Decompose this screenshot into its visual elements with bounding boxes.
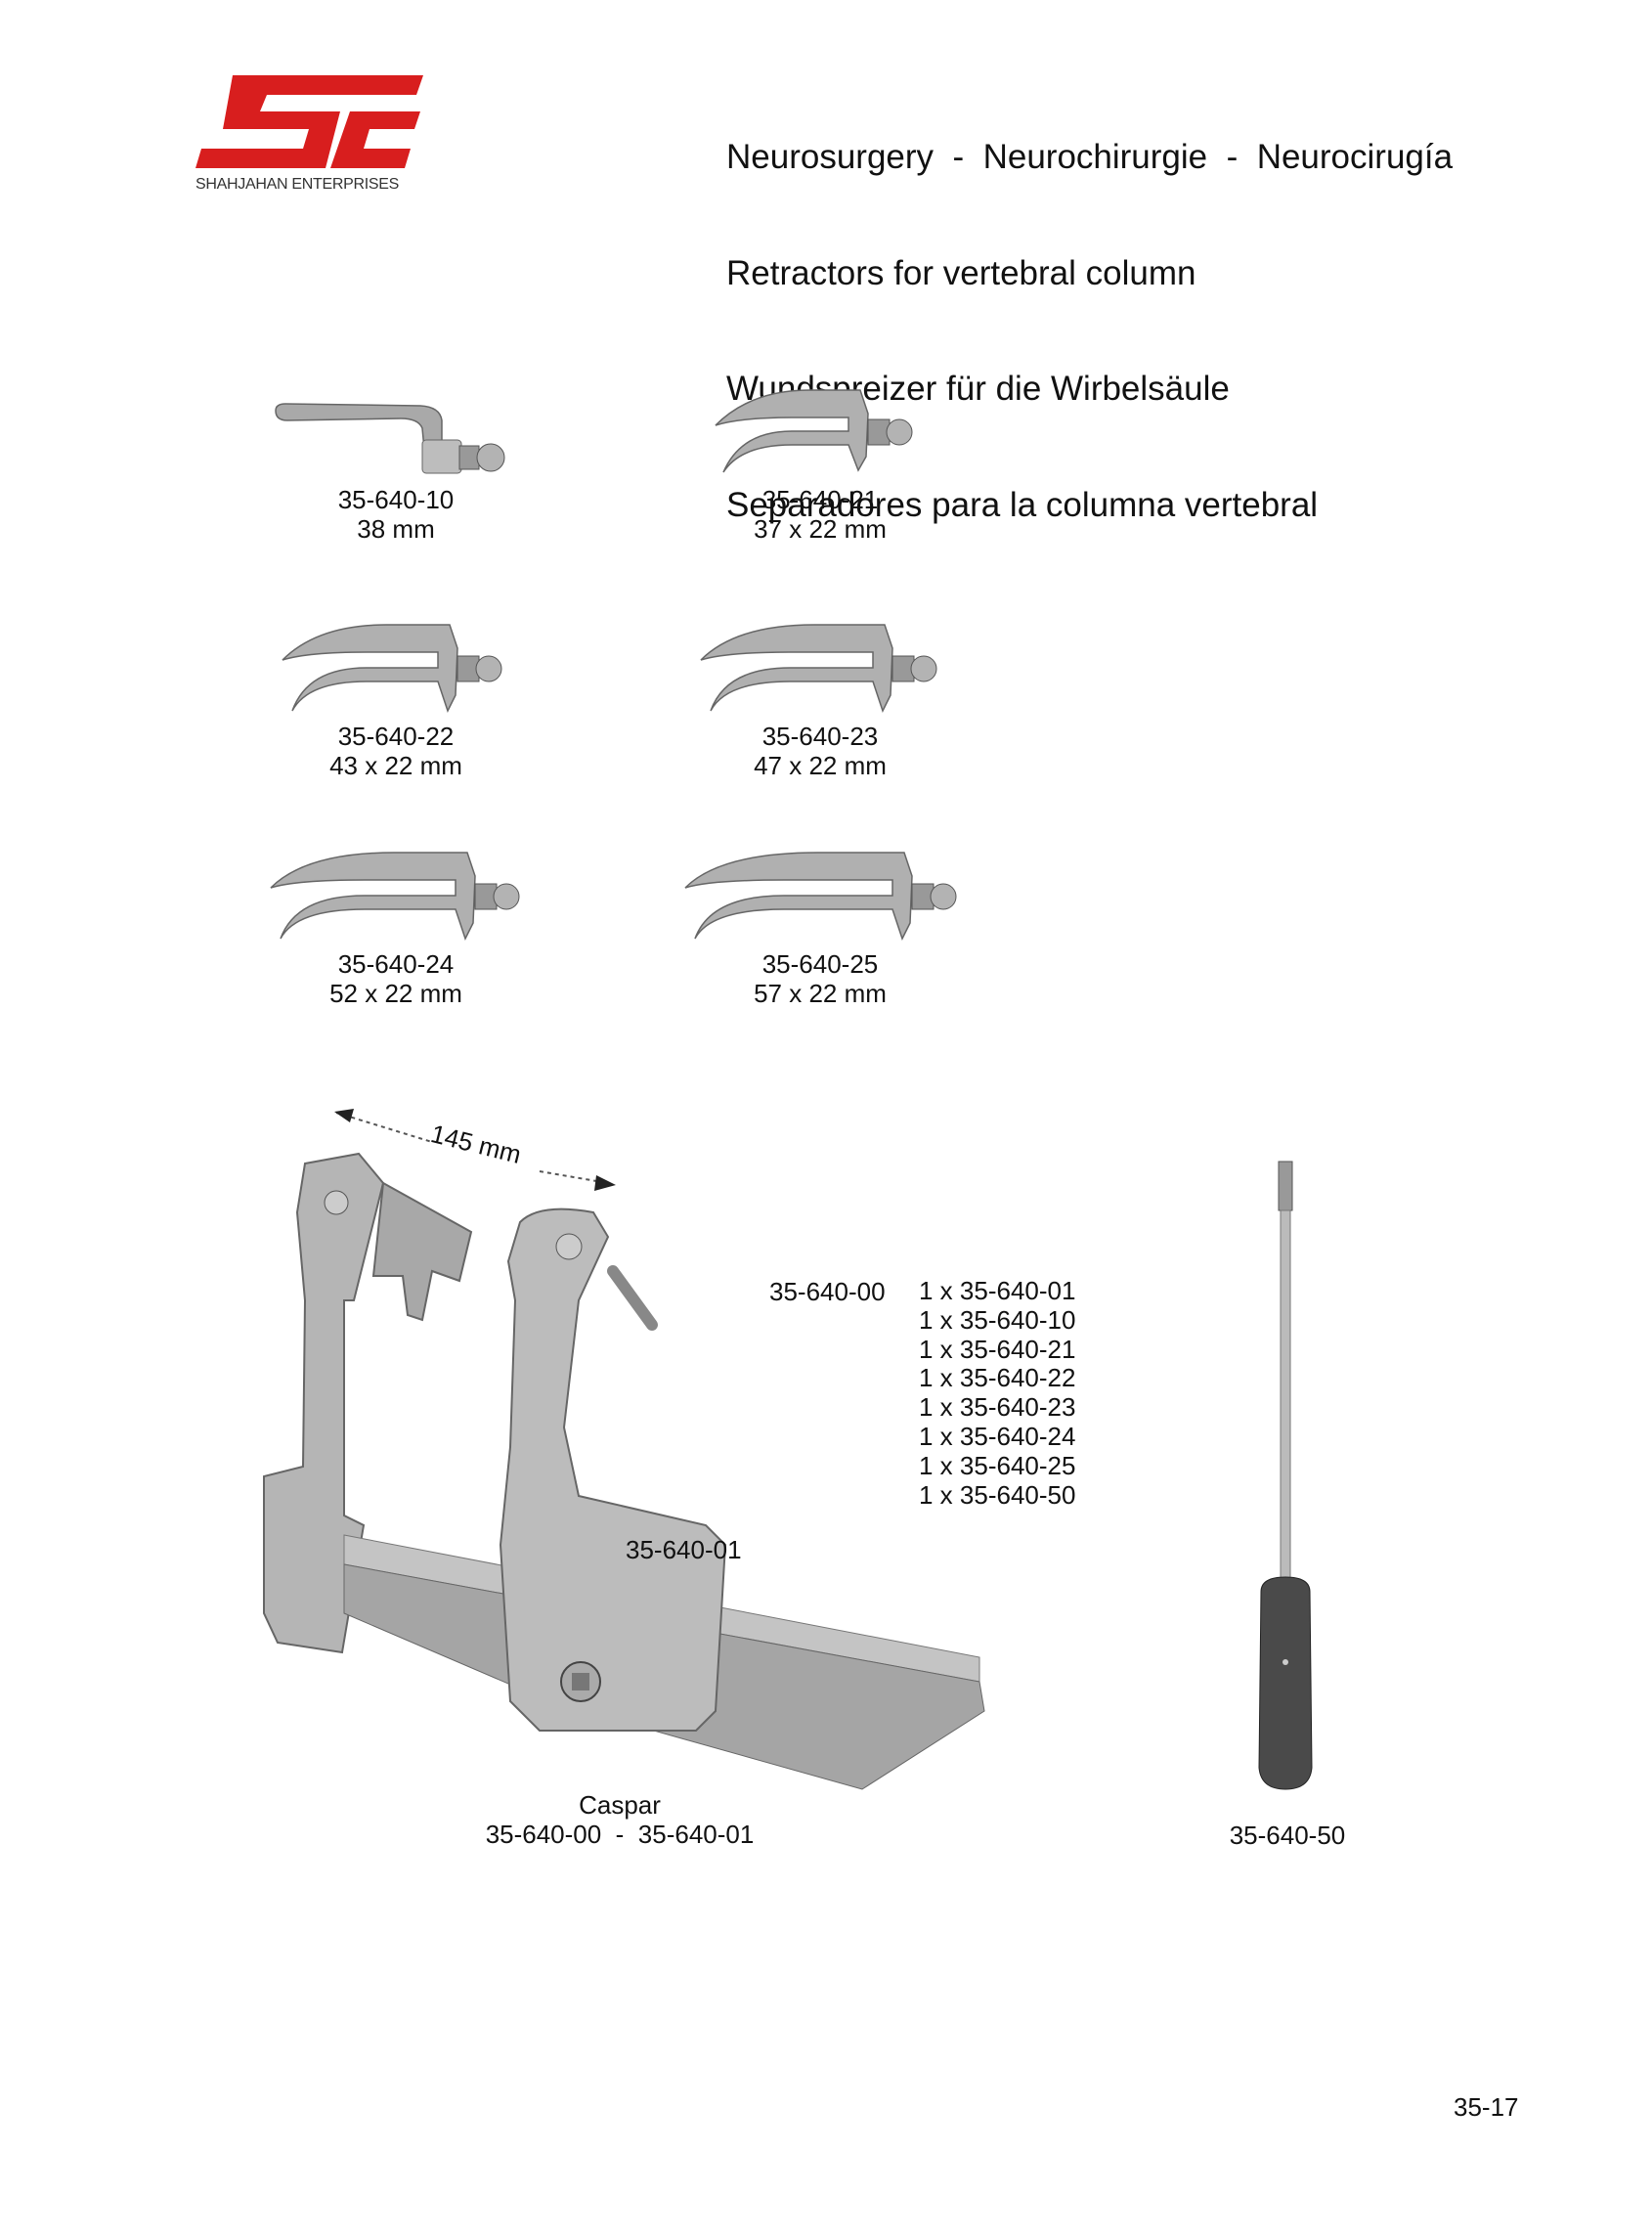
product-size: 37 x 22 mm — [754, 514, 887, 544]
product-code: 35-640-22 — [337, 722, 455, 751]
screwdriver-code: 35-640-50 — [1229, 1821, 1346, 1850]
blade-image-35-640-25 — [684, 852, 957, 941]
product-size: 57 x 22 mm — [754, 979, 887, 1008]
product-code: 35-640-10 — [337, 485, 455, 514]
blade-image-35-640-24 — [270, 852, 520, 941]
header-line-2: Retractors for vertebral column — [726, 253, 1196, 292]
set-item: 1 x 35-640-50 — [919, 1479, 1076, 1510]
set-item: 1 x 35-640-10 — [919, 1304, 1076, 1335]
set-item: 1 x 35-640-21 — [919, 1334, 1076, 1364]
set-item: 1 x 35-640-25 — [919, 1450, 1076, 1480]
product-code: 35-640-25 — [761, 949, 879, 979]
blade-image-35-640-10 — [275, 403, 505, 474]
header-line-3: Wundspreizer für die Wirbelsäule — [726, 370, 1230, 408]
screwdriver-image — [1258, 1161, 1313, 1790]
product-size: 52 x 22 mm — [329, 979, 462, 1008]
retractor-name: Caspar — [579, 1790, 661, 1820]
se-logo-mark — [196, 75, 423, 168]
retractor-caption: Caspar 35-640-00 - 35-640-01 — [424, 1790, 815, 1849]
set-item: 1 x 35-640-22 — [919, 1363, 1076, 1393]
set-item: 1 x 35-640-01 — [919, 1276, 1076, 1305]
product-code: 35-640-23 — [761, 722, 879, 751]
dimension-line — [335, 1112, 433, 1143]
caspar-retractor-image — [263, 1109, 985, 1790]
company-name: SHAHJAHAN ENTERPRISES — [196, 176, 399, 193]
retractor-codes: 35-640-00 - 35-640-01 — [485, 1820, 755, 1849]
blade-image-35-640-23 — [700, 624, 937, 713]
product-size: 38 mm — [357, 514, 435, 544]
blade-image-35-640-21 — [715, 389, 913, 473]
set-item: 1 x 35-640-24 — [919, 1421, 1076, 1451]
set-code: 35-640-00 — [769, 1277, 886, 1306]
company-logo: SHAHJAHAN ENTERPRISES — [194, 70, 428, 198]
header-line-4: Separadores para la columna vertebral — [726, 485, 1319, 524]
set-item: 1 x 35-640-23 — [919, 1392, 1076, 1423]
set-contents-list: 1 x 35-640-01 1 x 35-640-10 1 x 35-640-2… — [919, 1276, 1076, 1510]
blade-image-35-640-22 — [282, 624, 502, 713]
product-code: 35-640-21 — [761, 485, 879, 514]
product-code: 35-640-24 — [337, 949, 455, 979]
part-label-35-640-01: 35-640-01 — [626, 1535, 742, 1564]
product-size: 43 x 22 mm — [329, 751, 462, 780]
product-size: 47 x 22 mm — [754, 751, 887, 780]
header-line-1: Neurosurgery - Neurochirurgie - Neurocir… — [726, 138, 1454, 176]
page-number: 35-17 — [1454, 2092, 1519, 2122]
page-header: Neurosurgery - Neurochirurgie - Neurocir… — [726, 61, 1453, 563]
